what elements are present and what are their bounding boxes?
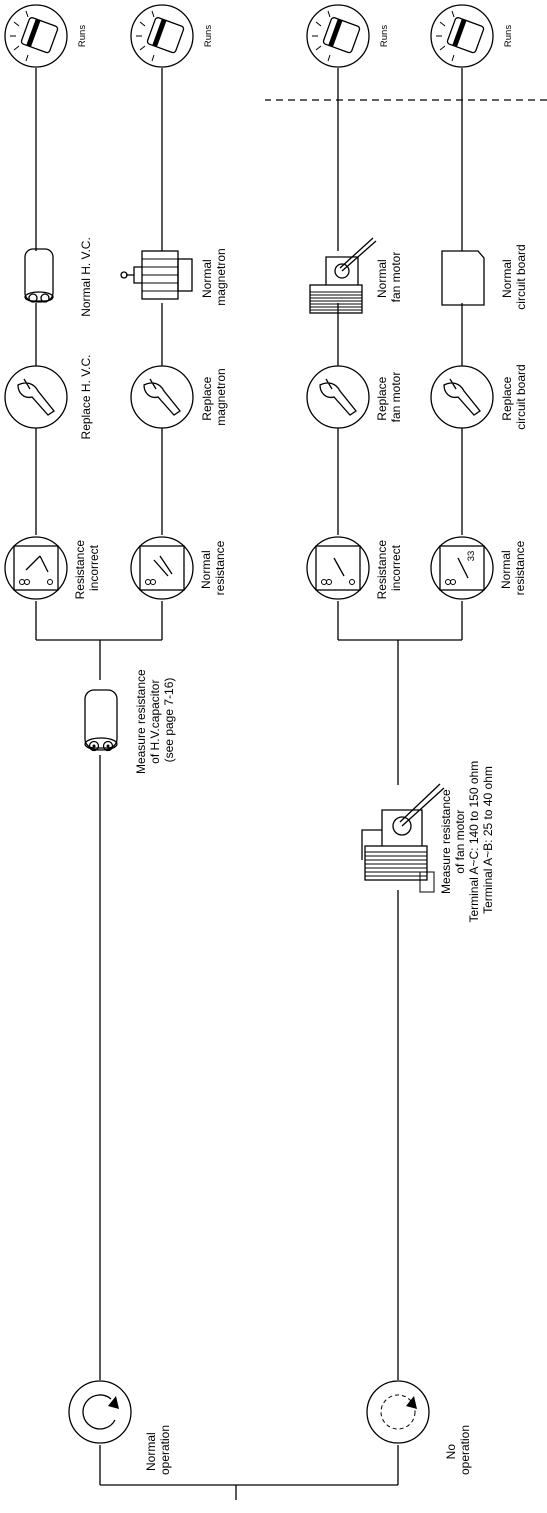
hv-capacitor-icon: [84, 689, 118, 752]
no-operation-icon: [366, 1380, 430, 1444]
runs-label-1: Runs: [77, 25, 88, 47]
resistance-incorrect-label-2: Resistance incorrect: [375, 537, 403, 600]
replace-fan-motor-label: Replace fan motor: [375, 372, 403, 423]
meter-icon-fan-incorrect: [306, 536, 370, 600]
replace-hvc-label: Replace H. V.C.: [79, 355, 93, 440]
bracket-hvc-results: [35, 601, 163, 680]
wrench-icon-fan: [306, 365, 370, 429]
meter-icon-hvc-incorrect: [4, 536, 68, 600]
normal-circuit-board-label: Normal circuit board: [500, 244, 528, 309]
fan-motor-measure-icon: [361, 783, 445, 893]
bracket-fan-results: [337, 601, 463, 785]
normal-resistance-label-2: Normal resistance: [499, 540, 527, 595]
runs-label-4: Runs: [503, 25, 514, 47]
no-operation-label: No operation: [444, 1425, 472, 1475]
runs-label-3: Runs: [379, 25, 390, 47]
wrench-icon-magnetron: [130, 365, 194, 429]
measure-hvc-label: Measure resistance of H.V.capacitor (see…: [134, 666, 176, 774]
runs-icon-4: [430, 4, 494, 68]
root-bracket: [99, 1445, 399, 1500]
normal-resistance-label-1: Normal resistance: [199, 540, 227, 595]
meter-icon-fan-normal: 33: [430, 536, 494, 600]
normal-hvc-label: Normal H. V.C.: [79, 237, 93, 317]
normal-magnetron-icon: [120, 250, 193, 300]
normal-operation-label: Normal operation: [144, 1425, 172, 1475]
runs-icon-2: [130, 4, 194, 68]
normal-magnetron-label: Normal magnetron: [200, 248, 228, 305]
meter-icon-hvc-normal: [130, 536, 194, 600]
wrench-icon-hvc: [4, 365, 68, 429]
runs-icon-1: [4, 4, 68, 68]
runs-label-2: Runs: [203, 25, 214, 47]
measure-fan-label: Measure resistance of fan motor Terminal…: [439, 757, 495, 922]
wrench-icon-board: [430, 365, 494, 429]
normal-fan-motor-label: Normal fan motor: [375, 252, 403, 303]
normal-fan-motor-icon: [309, 237, 377, 314]
normal-circuit-board-icon: [441, 250, 485, 306]
normal-hvc-icon: [24, 248, 54, 303]
resistance-incorrect-label-1: Resistance incorrect: [73, 537, 101, 600]
replace-circuit-board-label: Replace circuit board: [500, 364, 528, 429]
runs-icon-3: [306, 4, 370, 68]
replace-magnetron-label: Replace magnetron: [200, 368, 228, 425]
normal-operation-icon: [68, 1380, 132, 1444]
meter-reading: 33: [466, 551, 477, 562]
